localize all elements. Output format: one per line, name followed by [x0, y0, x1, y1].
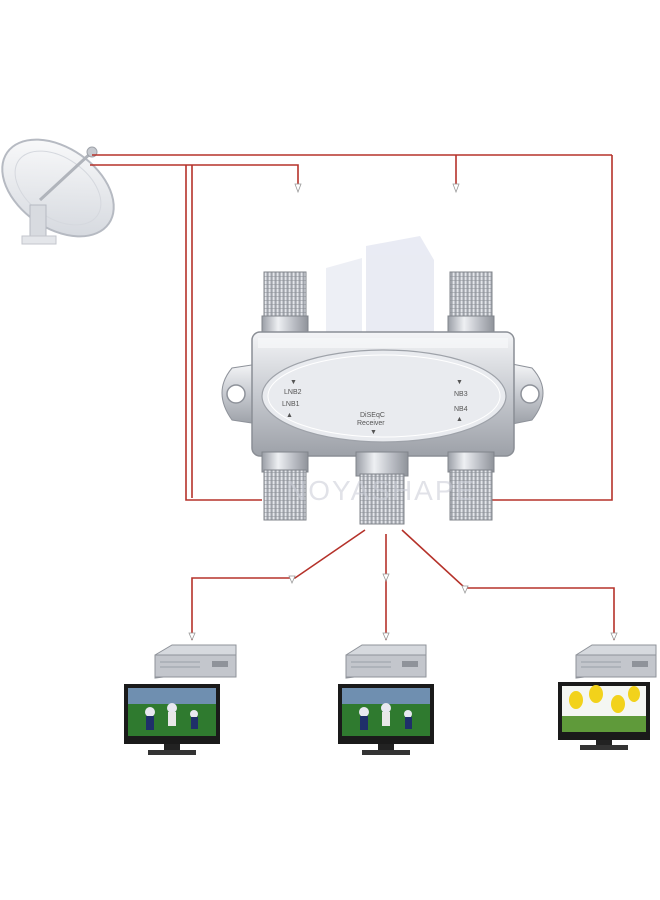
connector-icon [382, 573, 390, 583]
connector-icon [382, 632, 390, 642]
label-lnb3: NB3 [454, 391, 468, 398]
label-receiver: Receiver [357, 420, 385, 427]
marker-lnb2: ▼ [290, 379, 297, 386]
tv-1 [124, 684, 220, 755]
diseqc-switch: ▼ LNB2 LNB1 ▲ ▼ NB3 NB4 ▲ DiSEqC Receive… [221, 271, 544, 525]
connector-icon [294, 183, 302, 194]
tv-3 [558, 682, 650, 750]
set-top-box-2 [345, 644, 427, 679]
cable-out-left [191, 529, 366, 640]
set-top-box-3 [575, 644, 657, 679]
cable-dish-lower [90, 164, 299, 185]
marker-lnb4: ▲ [456, 416, 463, 423]
cable-left-outer [185, 165, 262, 501]
cable-connectors [188, 183, 618, 642]
cable-network [90, 154, 615, 640]
connector-icon [452, 183, 460, 194]
mounting-ear-right [511, 363, 544, 425]
marker-lnb1: ▲ [286, 412, 293, 419]
satellite-dish-icon [1, 138, 115, 245]
f-connector-bottom-right [447, 451, 495, 521]
watermark-logo [316, 236, 448, 358]
label-diseqc: DiSEqC [360, 412, 385, 419]
connector-icon [461, 585, 469, 595]
tv-2 [338, 684, 434, 755]
f-connector-bottom-left [261, 451, 309, 521]
label-lnb2: LNB2 [284, 389, 302, 396]
cable-right-loop [492, 155, 613, 501]
label-lnb1: LNB1 [282, 401, 300, 408]
f-connector-top-left [261, 271, 309, 337]
label-lnb4: NB4 [454, 406, 468, 413]
connector-icon [610, 632, 618, 642]
f-connector-top-right [447, 271, 495, 337]
mounting-ear-left [221, 363, 259, 425]
marker-lnb3: ▼ [456, 379, 463, 386]
set-top-box-1 [154, 644, 237, 679]
f-connector-bottom-center [355, 451, 409, 525]
connector-icon [188, 632, 196, 642]
cable-out-right [401, 529, 615, 640]
connector-icon [288, 575, 296, 585]
marker-receiver: ▼ [370, 429, 377, 436]
switch-label-panel [261, 349, 507, 443]
watermark-text: NOYASHAPE [286, 475, 476, 506]
